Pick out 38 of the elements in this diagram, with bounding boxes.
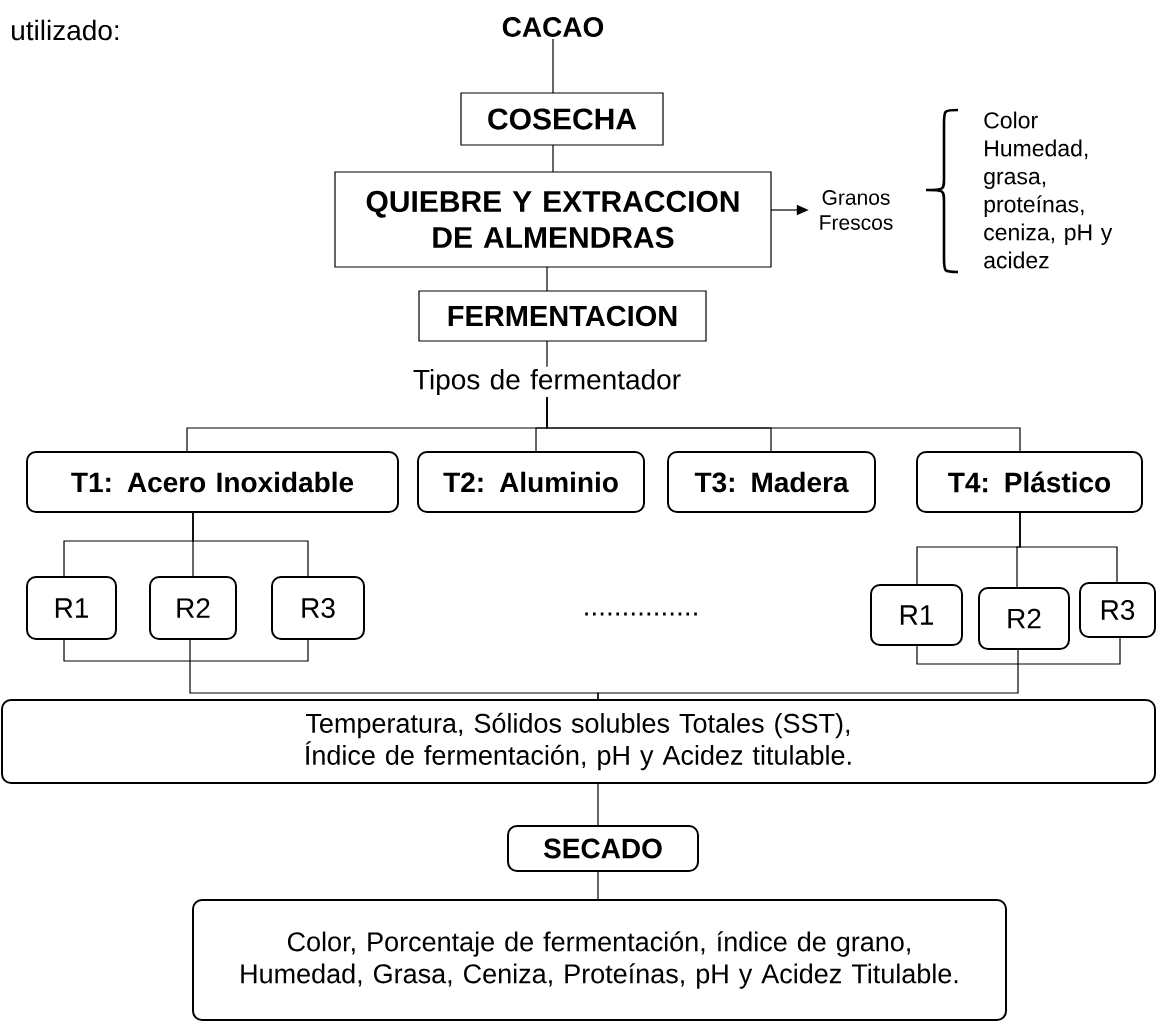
rounded-box: R2 [978,587,1070,650]
ellipsis-dots: ............... [585,612,697,616]
step-label: Tipos de fermentador [413,368,681,396]
rounded-box: R3 [1079,582,1156,638]
connector-line [597,870,599,901]
rounded-box: T1: Acero Inoxidable [26,451,399,513]
rounded-box: R1 [870,584,963,646]
label-text: utilizado: [12,19,119,41]
process-box: FERMENTACION [418,290,707,342]
connector-line [546,396,1021,453]
rounded-box: T4: Plástico [916,451,1143,513]
connector-line [1017,636,1121,665]
rounded-box: Temperatura, Sólidos solubles Totales (SST), Índice de fermentación, pH y Acidez titulable. [1,699,1156,784]
connector-line [916,644,1019,665]
connector-line [63,638,191,662]
rounded-box: R3 [271,576,365,640]
connector-line [192,511,309,578]
process-box: QUIEBRE Y EXTRACCION DE ALMENDRAS [334,171,772,268]
step-label: CACAO [502,17,604,37]
connector-line [189,638,191,662]
rounded-box: R2 [149,576,237,640]
rounded-box: R1 [26,576,117,640]
connector-line [552,144,554,173]
process-box: COSECHA [460,92,664,146]
connector-line [546,340,548,368]
rounded-box: Color, Porcentaje de fermentación, índice de grano, Humedad, Grasa, Ceniza, Proteínas, pH y Acidez Titulable. [192,899,1007,1021]
property-list: Color Humedad, grasa, proteínas, ceniza, pH y acidez [984,111,1113,269]
connector-line [597,782,599,827]
step-label: Granos Frescos [820,190,893,230]
connector-line [1019,511,1118,584]
connector-line [552,38,554,94]
connector-line [1017,648,1019,665]
rounded-box: T3: Madera [667,451,876,513]
rounded-box: T2: Aluminio [417,451,645,513]
connector-line [597,663,1019,701]
connector-line [189,638,309,662]
rounded-box: SECADO [507,825,699,872]
connector-line [546,266,548,292]
